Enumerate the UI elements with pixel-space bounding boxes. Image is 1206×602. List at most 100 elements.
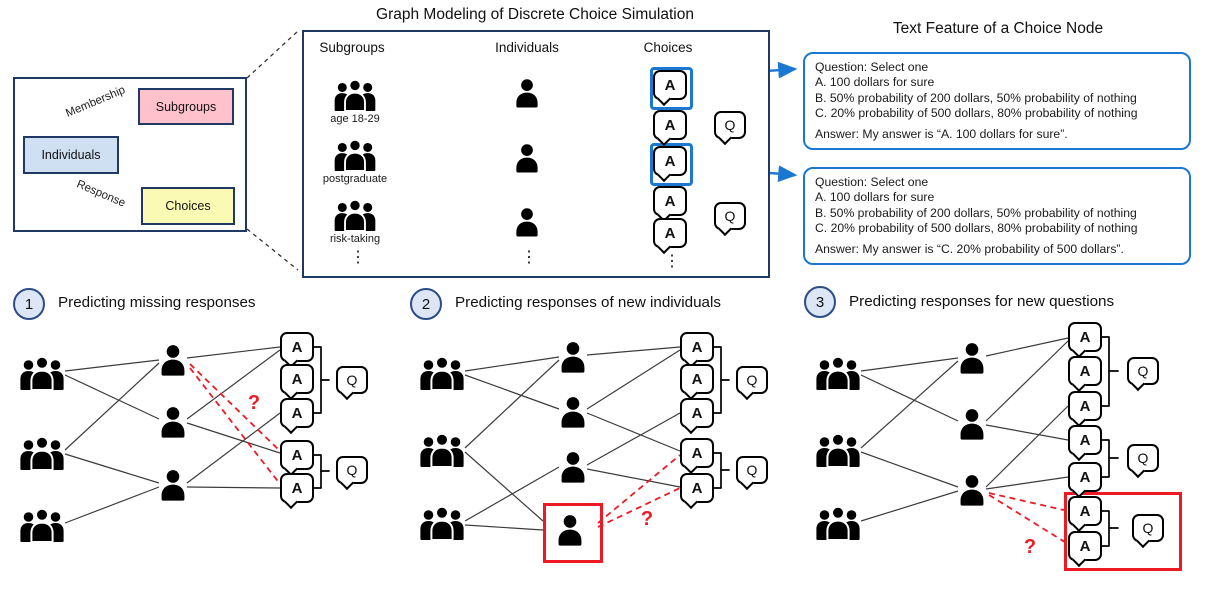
answer-node: A	[653, 186, 687, 216]
ellipsis: ⋮	[521, 249, 537, 266]
schema-node-individuals: Individuals	[23, 136, 119, 174]
subgroup-label-age: age 18-29	[330, 113, 380, 125]
person-icon	[159, 344, 187, 376]
crowd-icon	[19, 508, 65, 542]
option-c-line: C. 20% probability of 500 dollars, 80% p…	[815, 221, 1138, 236]
question-line: Question: Select one	[815, 175, 929, 189]
question-node: Q	[1127, 444, 1159, 472]
answer-node-label: A	[664, 152, 676, 170]
answer-node: A	[680, 332, 714, 362]
answer-node-label: A	[691, 479, 703, 497]
schema-node-subgroups-label: Subgroups	[155, 99, 217, 114]
person-icon	[559, 451, 587, 483]
schema-node-choices-label: Choices	[165, 199, 211, 213]
answer-node-label: A	[691, 370, 703, 388]
answer-node-label: A	[1079, 328, 1091, 346]
question-node: Q	[736, 366, 768, 394]
answer-node: A	[1068, 322, 1102, 352]
answer-node: A	[680, 438, 714, 468]
task-title-2: Predicting responses of new individuals	[455, 294, 721, 311]
person-icon	[514, 207, 540, 237]
task-number: 2	[421, 295, 431, 313]
schema-node-choices: Choices	[141, 187, 235, 225]
answer-line: Answer: My answer is “A. 100 dollars for…	[815, 126, 1068, 141]
question-line: Question: Select one	[815, 60, 929, 74]
question-node-label: Q	[346, 462, 358, 478]
answer-node-label: A	[291, 338, 303, 356]
answer-node-label: A	[1079, 362, 1091, 380]
answer-node: A	[1068, 425, 1102, 455]
question-node-label: Q	[1142, 520, 1154, 536]
task-title-1: Predicting missing responses	[58, 294, 256, 311]
answer-node: A	[680, 364, 714, 394]
crowd-icon	[333, 79, 377, 111]
answer-node-label: A	[691, 404, 703, 422]
answer-node: A	[280, 473, 314, 503]
answer-node: A	[1068, 356, 1102, 386]
answer-node-label: A	[1079, 397, 1091, 415]
crowd-icon	[419, 433, 465, 467]
middle-panel-title: Graph Modeling of Discrete Choice Simula…	[376, 6, 694, 23]
column-header-choices: Choices	[643, 40, 693, 55]
question-node: Q	[714, 111, 746, 139]
question-node: Q	[1127, 357, 1159, 385]
ellipsis: ⋮	[350, 249, 366, 266]
question-node-label: Q	[1137, 450, 1149, 466]
answer-node: A	[280, 364, 314, 394]
answer-node-label: A	[291, 404, 303, 422]
crowd-icon	[419, 506, 465, 540]
answer-node: A	[280, 398, 314, 428]
answer-node-label: A	[664, 76, 676, 94]
answer-node: A	[280, 440, 314, 470]
question-node-label: Q	[724, 117, 736, 133]
answer-node: A	[1068, 462, 1102, 492]
person-icon	[958, 342, 986, 374]
answer-node-label: A	[664, 116, 676, 134]
ellipsis: ⋮	[664, 253, 680, 270]
person-icon	[514, 143, 540, 173]
answer-node-label: A	[664, 224, 676, 242]
unknown-question-mark: ?	[247, 392, 261, 414]
new-individual-highlight-box	[543, 503, 603, 563]
subgroup-label-risktaking: risk-taking	[329, 233, 381, 245]
task-number: 3	[815, 293, 825, 311]
column-header-individuals: Individuals	[495, 40, 559, 55]
answer-node: A	[653, 146, 687, 176]
answer-node: A	[280, 332, 314, 362]
option-a-line: A. 100 dollars for sure	[815, 75, 935, 90]
right-panel-title: Text Feature of a Choice Node	[892, 20, 1104, 37]
option-b-line: B. 50% probability of 200 dollars, 50% p…	[815, 205, 1137, 220]
task-number-badge: 3	[804, 286, 836, 318]
option-a-line: A. 100 dollars for sure	[815, 190, 935, 205]
answer-line: Answer: My answer is “C. 20% probability…	[815, 241, 1124, 256]
task-number-badge: 1	[13, 288, 45, 320]
unknown-question-mark: ?	[1023, 536, 1037, 558]
schema-node-subgroups: Subgroups	[138, 88, 234, 125]
question-node: Q	[736, 456, 768, 484]
task-number: 1	[24, 295, 34, 313]
column-header-subgroups: Subgroups	[319, 40, 385, 55]
task-title-3: Predicting responses for new questions	[849, 293, 1115, 310]
person-icon	[958, 474, 986, 506]
crowd-icon	[815, 506, 861, 540]
crowd-icon	[333, 199, 377, 231]
answer-node-label: A	[1079, 502, 1091, 520]
question-node-label: Q	[346, 372, 358, 388]
answer-node: A	[653, 110, 687, 140]
crowd-icon	[19, 436, 65, 470]
answer-node-label: A	[1079, 431, 1091, 449]
answer-node-label: A	[664, 192, 676, 210]
question-node-label: Q	[746, 372, 758, 388]
crowd-icon	[419, 356, 465, 390]
question-node: Q	[336, 366, 368, 394]
person-icon	[159, 406, 187, 438]
crowd-icon	[19, 356, 65, 390]
answer-node: A	[680, 398, 714, 428]
unknown-question-mark: ?	[640, 508, 654, 530]
question-node-label: Q	[724, 208, 736, 224]
option-c-line: C. 20% probability of 500 dollars, 80% p…	[815, 106, 1138, 121]
answer-node-label: A	[291, 370, 303, 388]
option-b-line: B. 50% probability of 200 dollars, 50% p…	[815, 90, 1137, 105]
question-node-label: Q	[1137, 363, 1149, 379]
